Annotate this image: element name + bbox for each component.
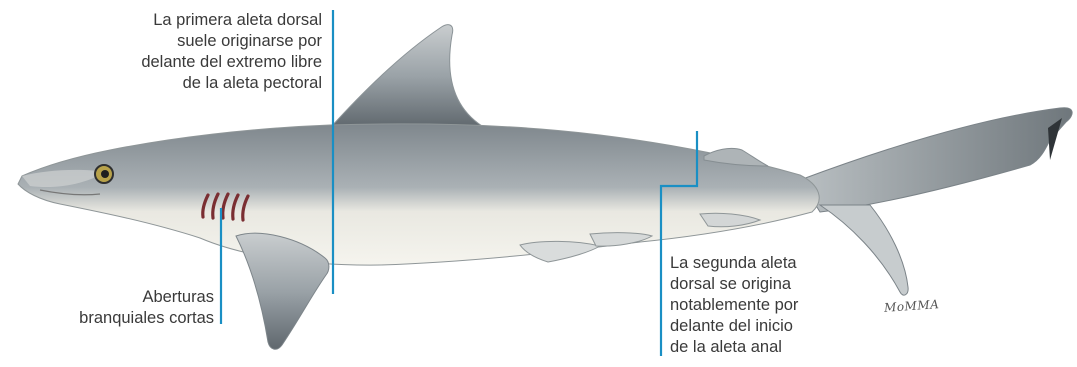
annotation-line: La segunda aleta bbox=[670, 253, 860, 274]
anal-fin bbox=[590, 233, 652, 246]
annotation-line: delante del extremo libre bbox=[96, 52, 322, 73]
annotation-line: notablemente por bbox=[670, 295, 860, 316]
annotation-line: de la aleta anal bbox=[670, 337, 860, 358]
annotation-line: branquiales cortas bbox=[50, 308, 214, 329]
annotation-line: dorsal se origina bbox=[670, 274, 860, 295]
caudal-fin-upper bbox=[800, 108, 1072, 212]
annotation-line: La primera aleta dorsal bbox=[96, 10, 322, 31]
annotation-line: Aberturas bbox=[50, 287, 214, 308]
annotation-line: delante del inicio bbox=[670, 316, 860, 337]
gill-slits-annotation: Aberturas branquiales cortas bbox=[50, 287, 214, 329]
pelvic-fin bbox=[520, 241, 600, 262]
first-dorsal-annotation: La primera aleta dorsal suele originarse… bbox=[96, 10, 322, 94]
annotation-line: de la aleta pectoral bbox=[96, 73, 322, 94]
second-dorsal-annotation: La segunda aleta dorsal se origina notab… bbox=[670, 253, 860, 358]
pectoral-fin bbox=[236, 233, 329, 349]
shark-body bbox=[18, 124, 819, 265]
annotation-line: suele originarse por bbox=[96, 31, 322, 52]
first-dorsal-fin bbox=[330, 25, 482, 128]
